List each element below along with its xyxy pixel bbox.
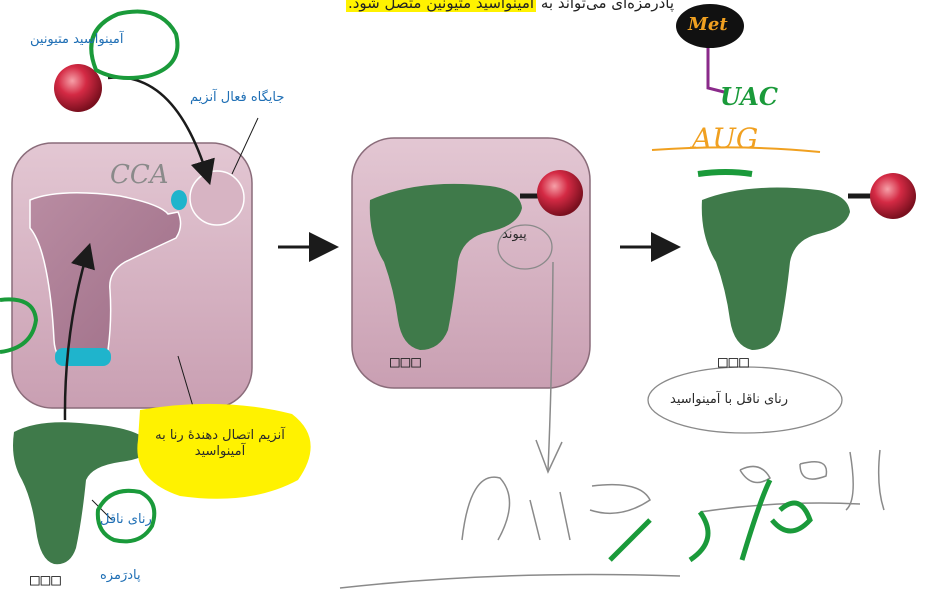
amino-acid-label: آمینواسید متیونین	[30, 32, 123, 48]
ink-met-text: Met	[688, 14, 728, 35]
top-caption: پادرمزه‌ای می‌تواند به آمینواسید متیونین…	[250, 0, 770, 12]
ink-codon-text: AUG	[692, 122, 758, 155]
top-caption-text: پادرمزه‌ای می‌تواند به	[541, 0, 674, 12]
charged-trna-label: رنای ناقل با آمینواسید	[670, 392, 788, 408]
ink-green-bottom-scribble	[610, 480, 810, 560]
codon-boxes-step3: □□□	[718, 354, 750, 370]
bond-label: پیوند	[502, 227, 527, 243]
ink-bottom-scribble	[462, 477, 650, 540]
enzyme-label: آنزیم اتصال دهندهٔ رنا به آمینواسید	[145, 428, 295, 460]
bound-amino-acid	[537, 170, 583, 216]
charged-trna	[702, 188, 850, 350]
ink-cca-text: CCA	[110, 160, 169, 190]
ink-bottom-line	[340, 575, 680, 589]
charged-amino-acid	[870, 173, 916, 219]
ink-anticodon-text: UAC	[720, 82, 778, 111]
top-caption-highlight: آمینواسید متیونین متصل شود.	[346, 0, 536, 12]
codon-boxes-step1: □□□	[30, 572, 62, 588]
codon-boxes-step2: □□□	[390, 354, 422, 370]
anticodon-label: پادرَمزه	[100, 568, 141, 584]
trna-label: رنای ناقل	[100, 512, 152, 528]
ink-codon-underline	[698, 172, 752, 174]
cca-binding-spot	[171, 190, 187, 210]
anticodon-binding-spot	[55, 348, 111, 366]
active-site-label: جایگاه فعال آنزیم	[190, 90, 284, 106]
active-site	[190, 171, 244, 225]
